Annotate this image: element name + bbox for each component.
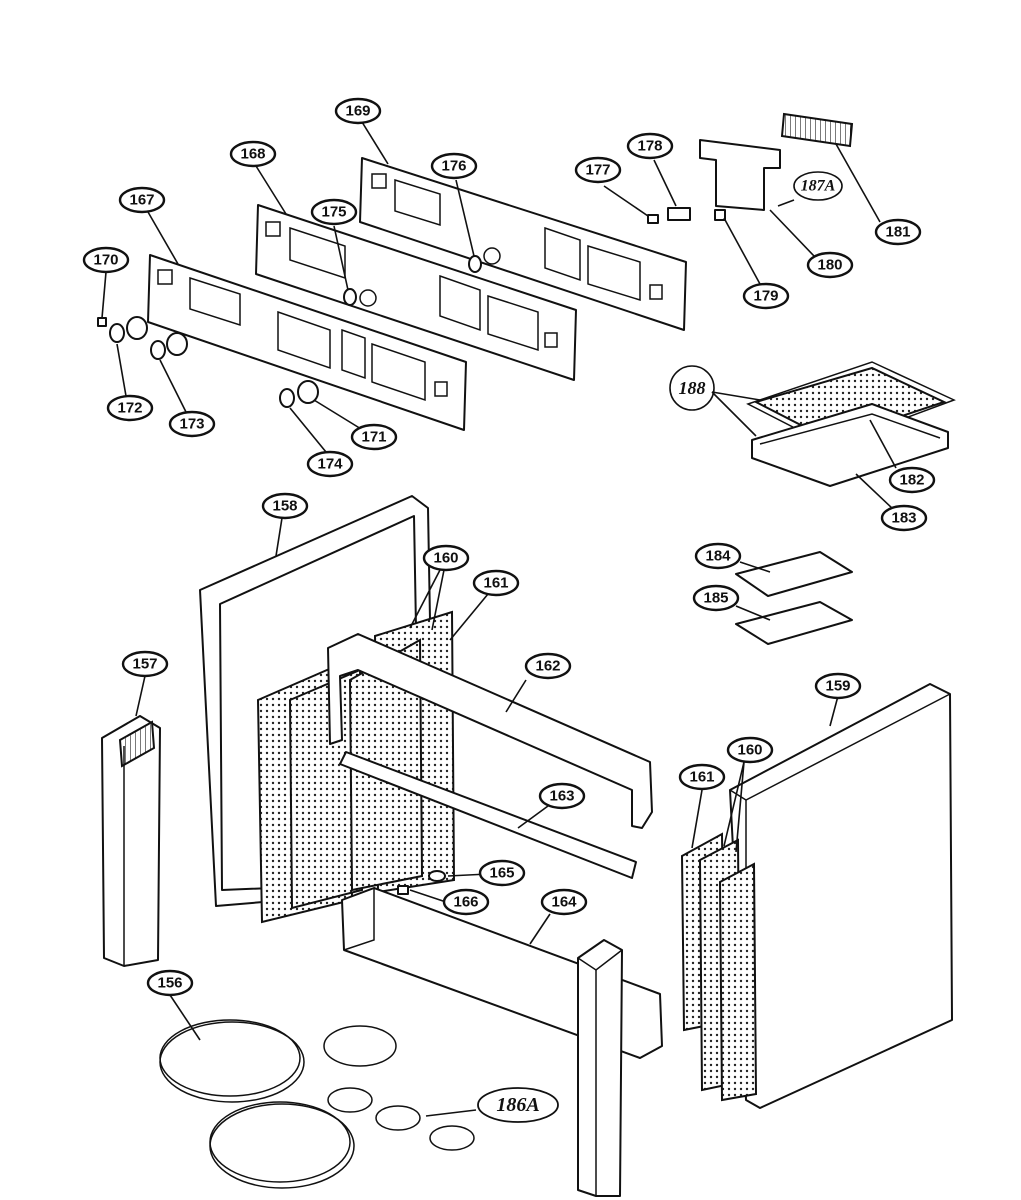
- callout-176: 176: [430, 152, 478, 180]
- svg-text:185: 185: [703, 590, 728, 607]
- svg-text:183: 183: [891, 510, 916, 527]
- svg-text:168: 168: [240, 146, 265, 163]
- knob-parts: [97, 255, 482, 408]
- callout-175: 175: [310, 198, 358, 226]
- callout-156: 156: [146, 969, 194, 997]
- callout-185: 185: [692, 584, 740, 612]
- svg-text:171: 171: [361, 429, 386, 446]
- rail-163: [339, 751, 637, 879]
- small-parts-165-166: [397, 870, 446, 895]
- callout-168: 168: [229, 140, 277, 168]
- callout-174: 174: [306, 450, 354, 478]
- handwritten-187a: 187A: [793, 171, 843, 201]
- callout-166: 166: [442, 888, 490, 916]
- handwritten-188: 188: [669, 365, 715, 411]
- callout-184: 184: [694, 542, 742, 570]
- callout-165: 165: [478, 859, 526, 887]
- svg-text:182: 182: [899, 472, 924, 489]
- svg-text:173: 173: [179, 416, 204, 433]
- literature-184-185: [735, 551, 853, 645]
- callout-178: 178: [626, 132, 674, 160]
- callout-169: 169: [334, 97, 382, 125]
- svg-text:184: 184: [705, 548, 731, 565]
- svg-text:177: 177: [585, 162, 610, 179]
- callout-179: 179: [742, 282, 790, 310]
- svg-text:160: 160: [737, 742, 762, 759]
- svg-text:158: 158: [272, 498, 297, 515]
- svg-text:187A: 187A: [801, 178, 836, 195]
- callout-181: 181: [874, 218, 922, 246]
- wire-harness-156: [159, 1019, 475, 1189]
- svg-text:161: 161: [689, 769, 714, 786]
- front-frame-162: [327, 633, 653, 829]
- svg-text:188: 188: [679, 378, 706, 398]
- svg-text:181: 181: [885, 224, 910, 241]
- svg-text:159: 159: [825, 678, 850, 695]
- callout-159: 159: [814, 672, 862, 700]
- callout-158: 158: [261, 492, 309, 520]
- callout-164: 164: [540, 888, 588, 916]
- callout-173: 173: [168, 410, 216, 438]
- callout-161-left: 161: [472, 569, 520, 597]
- callout-172: 172: [106, 394, 154, 422]
- callout-183: 183: [880, 504, 928, 532]
- control-panel-167: [147, 254, 467, 431]
- svg-text:172: 172: [117, 400, 142, 417]
- svg-text:164: 164: [551, 894, 577, 911]
- callout-182: 182: [888, 466, 936, 494]
- svg-text:175: 175: [321, 204, 346, 221]
- svg-text:162: 162: [535, 658, 560, 675]
- bracket-parts: [647, 112, 854, 224]
- svg-text:167: 167: [129, 192, 154, 209]
- svg-text:156: 156: [157, 975, 182, 992]
- callout-161-right: 161: [678, 763, 726, 791]
- callout-160-right: 160: [726, 736, 774, 764]
- front-post: [577, 939, 623, 1197]
- callout-167: 167: [118, 186, 166, 214]
- callout-171: 171: [350, 423, 398, 451]
- svg-text:174: 174: [317, 456, 343, 473]
- insulation-160-161-right: [680, 832, 758, 1102]
- leader-lines: [101, 121, 897, 1117]
- callout-170: 170: [82, 246, 130, 274]
- callout-160-left: 160: [422, 544, 470, 572]
- svg-text:163: 163: [549, 788, 574, 805]
- control-panel-169: [359, 157, 687, 331]
- handwritten-186a: 186A: [477, 1087, 559, 1123]
- svg-text:180: 180: [817, 257, 842, 274]
- side-panel-157: [101, 715, 161, 967]
- svg-text:157: 157: [132, 656, 157, 673]
- svg-text:179: 179: [753, 288, 778, 305]
- side-panel-159: [729, 683, 953, 1109]
- callout-177: 177: [574, 156, 622, 184]
- svg-text:178: 178: [637, 138, 662, 155]
- svg-text:170: 170: [93, 252, 118, 269]
- callout-163: 163: [538, 782, 586, 810]
- svg-text:186A: 186A: [496, 1094, 539, 1116]
- svg-text:161: 161: [483, 575, 508, 592]
- callout-162: 162: [524, 652, 572, 680]
- callout-180: 180: [806, 251, 854, 279]
- svg-text:165: 165: [489, 865, 514, 882]
- broiler-pan: [746, 361, 956, 487]
- svg-text:160: 160: [433, 550, 458, 567]
- svg-text:169: 169: [345, 103, 370, 120]
- callout-157: 157: [121, 650, 169, 678]
- svg-text:166: 166: [453, 894, 478, 911]
- svg-text:176: 176: [441, 158, 466, 175]
